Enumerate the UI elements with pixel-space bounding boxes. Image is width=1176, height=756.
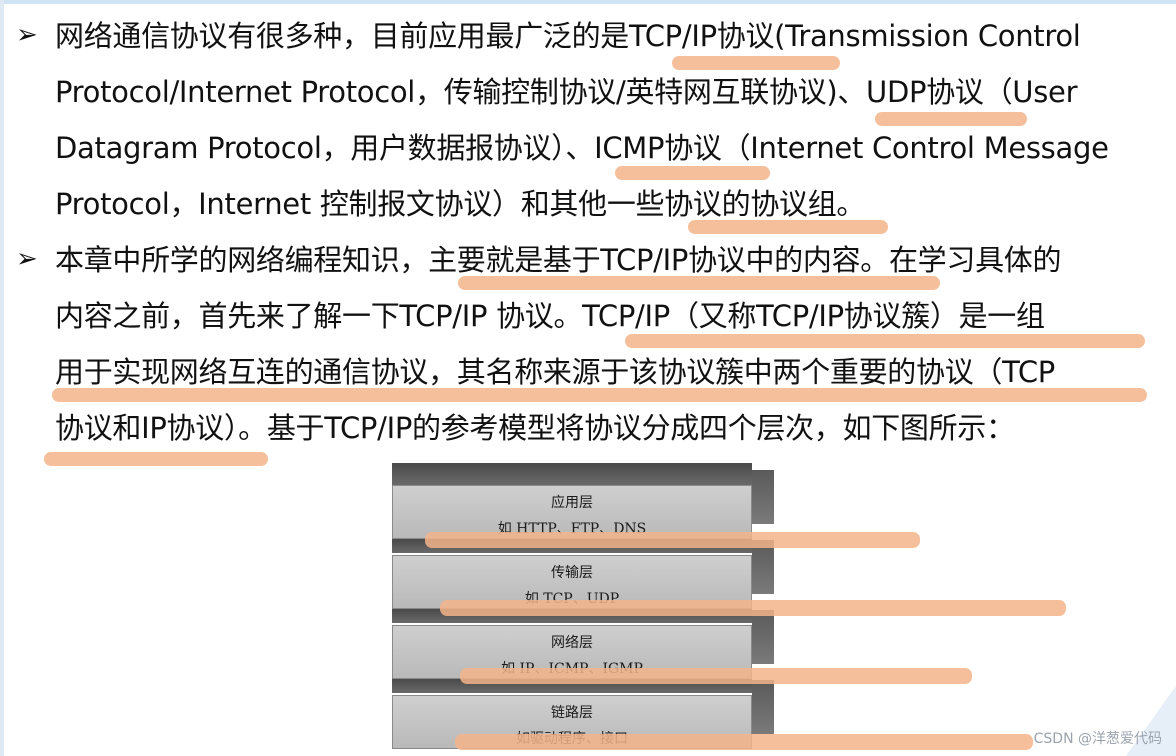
layer-name: 链路层 (551, 705, 593, 721)
layer-top-face (392, 463, 752, 485)
paragraph-2-line-3: 用于实现网络互连的通信协议，其名称来源于该协议簇中两个重要的协议（TCP (55, 355, 1055, 389)
highlight-stroke (44, 452, 268, 466)
layer-name: 网络层 (551, 635, 593, 651)
highlight-stroke (615, 166, 770, 180)
paragraph-2-line-2: 内容之前，首先来了解一下TCP/IP 协议。TCP/IP（又称TCP/IP协议簇… (55, 299, 1045, 333)
bullet-icon: ➢ (16, 20, 38, 50)
highlight-stroke (625, 334, 1145, 348)
layer-name: 传输层 (551, 565, 593, 581)
highlight-stroke (688, 220, 888, 234)
frame-top-border (0, 0, 1176, 4)
paragraph-1-line-4: Protocol，Internet 控制报文协议）和其他一些协议的协议组。 (55, 187, 866, 221)
paragraph-2: 本章中所学的网络编程知识，主要就是基于TCP/IP协议中的内容。在学习具体的 内… (55, 232, 1150, 456)
watermark: CSDN @洋葱爱代码 (1033, 731, 1162, 747)
highlight-stroke (440, 600, 1066, 616)
layer-side-face (752, 470, 774, 524)
layer-application: 应用层 如 HTTP、FTP、DNS (392, 485, 752, 539)
highlight-stroke (458, 276, 940, 290)
paragraph-1-line-1: 网络通信协议有很多种，目前应用最广泛的是TCP/IP协议(Transmissio… (55, 19, 1081, 53)
highlight-stroke (672, 56, 840, 70)
highlight-stroke (460, 668, 972, 684)
paragraph-1-line-3: Datagram Protocol，用户数据报协议）、ICMP协议（Intern… (55, 131, 1109, 165)
layer-side-face (752, 540, 774, 594)
layer-side-face (752, 680, 774, 734)
highlight-stroke (455, 734, 1033, 750)
paragraph-2-line-4: 协议和IP协议）。基于TCP/IP的参考模型将协议分成四个层次，如下图所示： (55, 411, 1015, 445)
corner-decoration (1126, 686, 1176, 756)
paragraph-1-line-2: Protocol/Internet Protocol，传输控制协议/英特网互联协… (55, 75, 1078, 109)
layer-name: 应用层 (551, 495, 593, 511)
highlight-stroke (425, 532, 920, 548)
bullet-icon: ➢ (16, 244, 38, 274)
frame-left-border (0, 0, 4, 756)
layer-side-face (752, 610, 774, 664)
highlight-stroke (52, 388, 1147, 402)
paragraph-2-line-1: 本章中所学的网络编程知识，主要就是基于TCP/IP协议中的内容。在学习具体的 (55, 243, 1062, 277)
paragraph-1: 网络通信协议有很多种，目前应用最广泛的是TCP/IP协议(Transmissio… (55, 8, 1150, 232)
highlight-stroke (875, 112, 1027, 126)
